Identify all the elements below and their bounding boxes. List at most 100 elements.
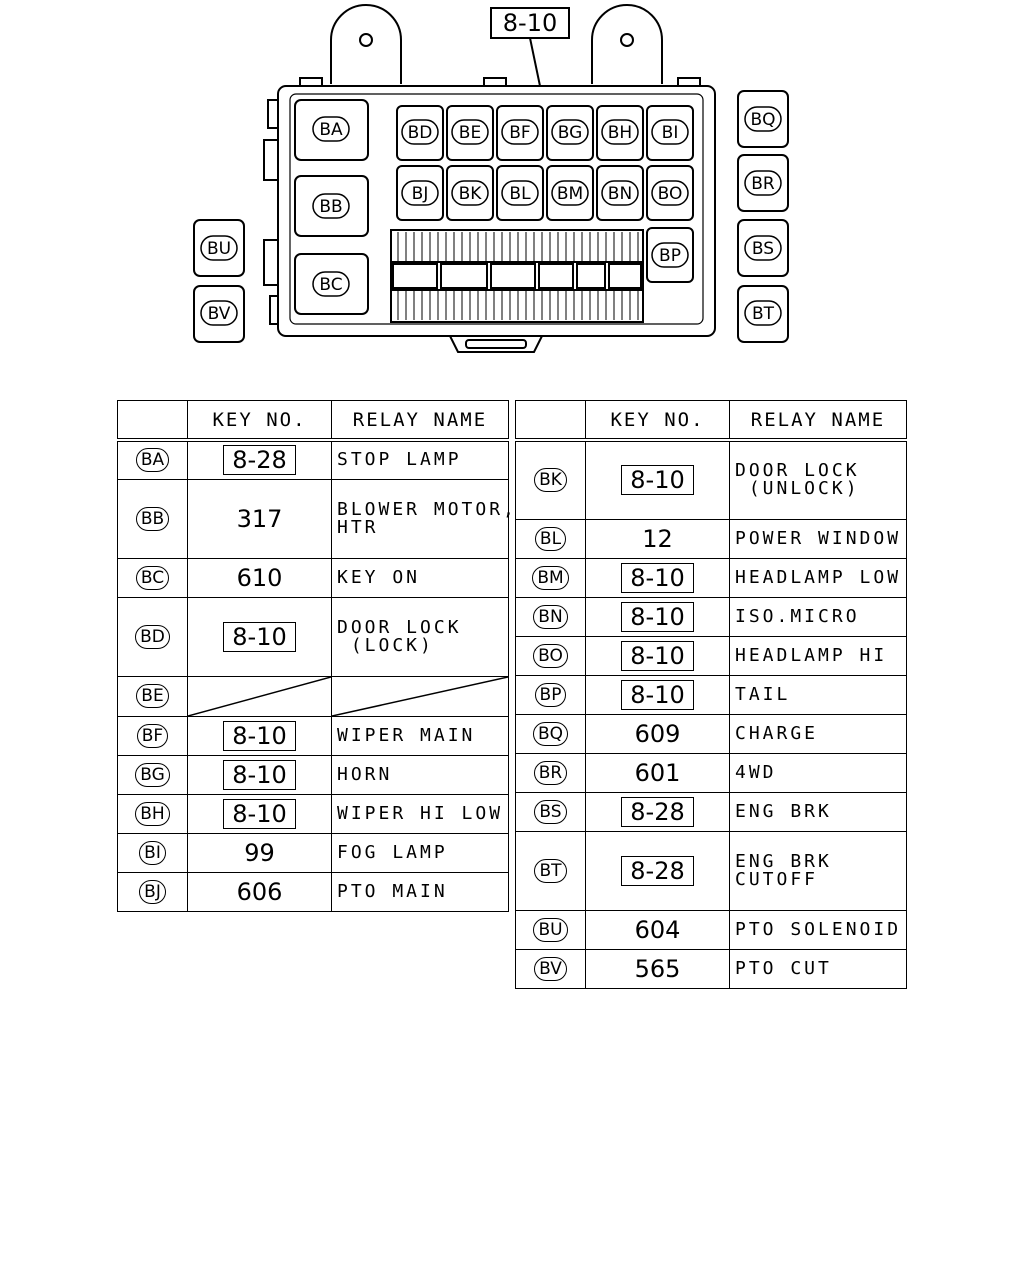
relay-label-BN: BN bbox=[601, 180, 639, 206]
relay-label-BF: BF bbox=[501, 119, 539, 145]
svg-text:BO: BO bbox=[658, 184, 683, 204]
key-no: 8-28 bbox=[621, 796, 694, 827]
relay-name-cell: HORN bbox=[331, 754, 509, 795]
relay-name: HEADLAMP LOW bbox=[735, 566, 902, 588]
relay-id-cell: BT bbox=[515, 830, 586, 911]
svg-text:BQ: BQ bbox=[750, 110, 775, 130]
relay-label-BT: BT bbox=[744, 300, 782, 326]
svg-text:BK: BK bbox=[459, 184, 483, 204]
svg-text:BI: BI bbox=[662, 123, 679, 143]
svg-text:BT: BT bbox=[752, 304, 775, 324]
svg-text:BG: BG bbox=[558, 123, 583, 143]
relay-label-BD: BD bbox=[401, 119, 439, 145]
relay-id-badge: BL bbox=[534, 526, 567, 551]
relay-id-badge: BB bbox=[135, 506, 170, 531]
relay-label-BH: BH bbox=[601, 119, 639, 145]
relay-id-badge: BA bbox=[135, 448, 170, 473]
relay-name-cell: HEADLAMP HI bbox=[729, 635, 907, 676]
svg-text:BE: BE bbox=[459, 123, 481, 143]
relay-id-badge: BN bbox=[533, 604, 568, 629]
header-id bbox=[515, 400, 586, 442]
svg-text:BJ: BJ bbox=[412, 184, 429, 204]
svg-text:BU: BU bbox=[207, 239, 231, 259]
svg-text:BR: BR bbox=[751, 174, 775, 194]
key-no-cell: 12 bbox=[585, 518, 730, 559]
key-no-cell: 8-10 bbox=[585, 635, 730, 676]
relay-name-cell: TAIL bbox=[729, 674, 907, 715]
relay-id-cell: BH bbox=[117, 793, 188, 834]
relay-id-badge: BT bbox=[534, 858, 567, 883]
relay-id-cell: BM bbox=[515, 557, 586, 598]
key-no: 8-10 bbox=[223, 759, 296, 790]
key-no: 601 bbox=[634, 758, 681, 787]
callout-key: 8-10 bbox=[503, 9, 557, 37]
relay-name-cell: WIPER MAIN bbox=[331, 715, 509, 756]
relay-name-cell: PTO MAIN bbox=[331, 871, 509, 912]
relay-id-cell: BF bbox=[117, 715, 188, 756]
table-header-row: KEY NO. RELAY NAME bbox=[117, 400, 509, 442]
relay-name-cell: STOP LAMP bbox=[331, 439, 509, 480]
key-no-cell: 604 bbox=[585, 909, 730, 950]
key-no: 317 bbox=[236, 504, 283, 533]
right-mount-ear bbox=[591, 4, 663, 84]
relay-label-BL: BL bbox=[501, 180, 539, 206]
relay-id-badge: BE bbox=[136, 684, 169, 708]
relay-name-cell bbox=[331, 675, 509, 717]
relay-name: WIPER MAIN bbox=[337, 724, 476, 746]
relay-name: ENG BRK bbox=[735, 800, 832, 822]
relay-name-cell: POWER WINDOW bbox=[729, 518, 907, 559]
svg-text:BH: BH bbox=[608, 123, 632, 143]
key-no: 8-10 bbox=[621, 601, 694, 632]
key-no: 99 bbox=[244, 838, 275, 867]
relay-id-badge: BI bbox=[139, 840, 166, 865]
table-row: BA 8-28 STOP LAMP bbox=[117, 439, 509, 480]
relay-name-cell: PTO CUT bbox=[729, 948, 907, 989]
key-no: 8-28 bbox=[223, 445, 296, 476]
relay-id-badge: BF bbox=[136, 723, 169, 748]
key-no: 606 bbox=[236, 877, 283, 906]
relay-id-badge: BU bbox=[533, 917, 568, 942]
relay-id-cell: BE bbox=[117, 675, 188, 717]
relay-id-cell: BG bbox=[117, 754, 188, 795]
relay-name: ENG BRK CUTOFF bbox=[735, 850, 832, 890]
relay-id-cell: BK bbox=[515, 439, 586, 520]
svg-text:BC: BC bbox=[319, 275, 342, 295]
relay-name: PTO CUT bbox=[735, 957, 832, 979]
svg-text:BP: BP bbox=[659, 246, 681, 266]
relay-name-cell: ISO.MICRO bbox=[729, 596, 907, 637]
relay-id-badge: BP bbox=[534, 682, 567, 707]
key-no-cell: 8-28 bbox=[585, 830, 730, 911]
svg-text:BN: BN bbox=[608, 184, 632, 204]
relay-name: ISO.MICRO bbox=[735, 605, 860, 627]
relay-label-BJ: BJ bbox=[401, 180, 439, 206]
relay-id-cell: BN bbox=[515, 596, 586, 637]
callout-box bbox=[490, 7, 570, 39]
relay-id-cell: BC bbox=[117, 557, 188, 598]
key-no: 8-10 bbox=[621, 640, 694, 671]
key-no-cell: 565 bbox=[585, 948, 730, 989]
relay-id-badge: BC bbox=[135, 565, 170, 590]
key-no-cell: 609 bbox=[585, 713, 730, 754]
relay-name: STOP LAMP bbox=[337, 449, 462, 471]
left-mount-hole bbox=[359, 33, 373, 47]
relay-id-cell: BI bbox=[117, 832, 188, 873]
relay-name: 4WD bbox=[735, 761, 777, 783]
right-mount-hole bbox=[620, 33, 634, 47]
key-no: 8-10 bbox=[621, 562, 694, 593]
relay-name: FOG LAMP bbox=[337, 841, 448, 863]
key-no: 604 bbox=[634, 915, 681, 944]
relay-name: PTO MAIN bbox=[337, 880, 448, 902]
relay-id-cell: BR bbox=[515, 752, 586, 793]
key-no-cell: 8-10 bbox=[187, 793, 332, 834]
key-no-cell: 610 bbox=[187, 557, 332, 598]
svg-text:BM: BM bbox=[557, 184, 583, 204]
key-no-cell: 606 bbox=[187, 871, 332, 912]
key-no: 8-28 bbox=[621, 855, 694, 886]
